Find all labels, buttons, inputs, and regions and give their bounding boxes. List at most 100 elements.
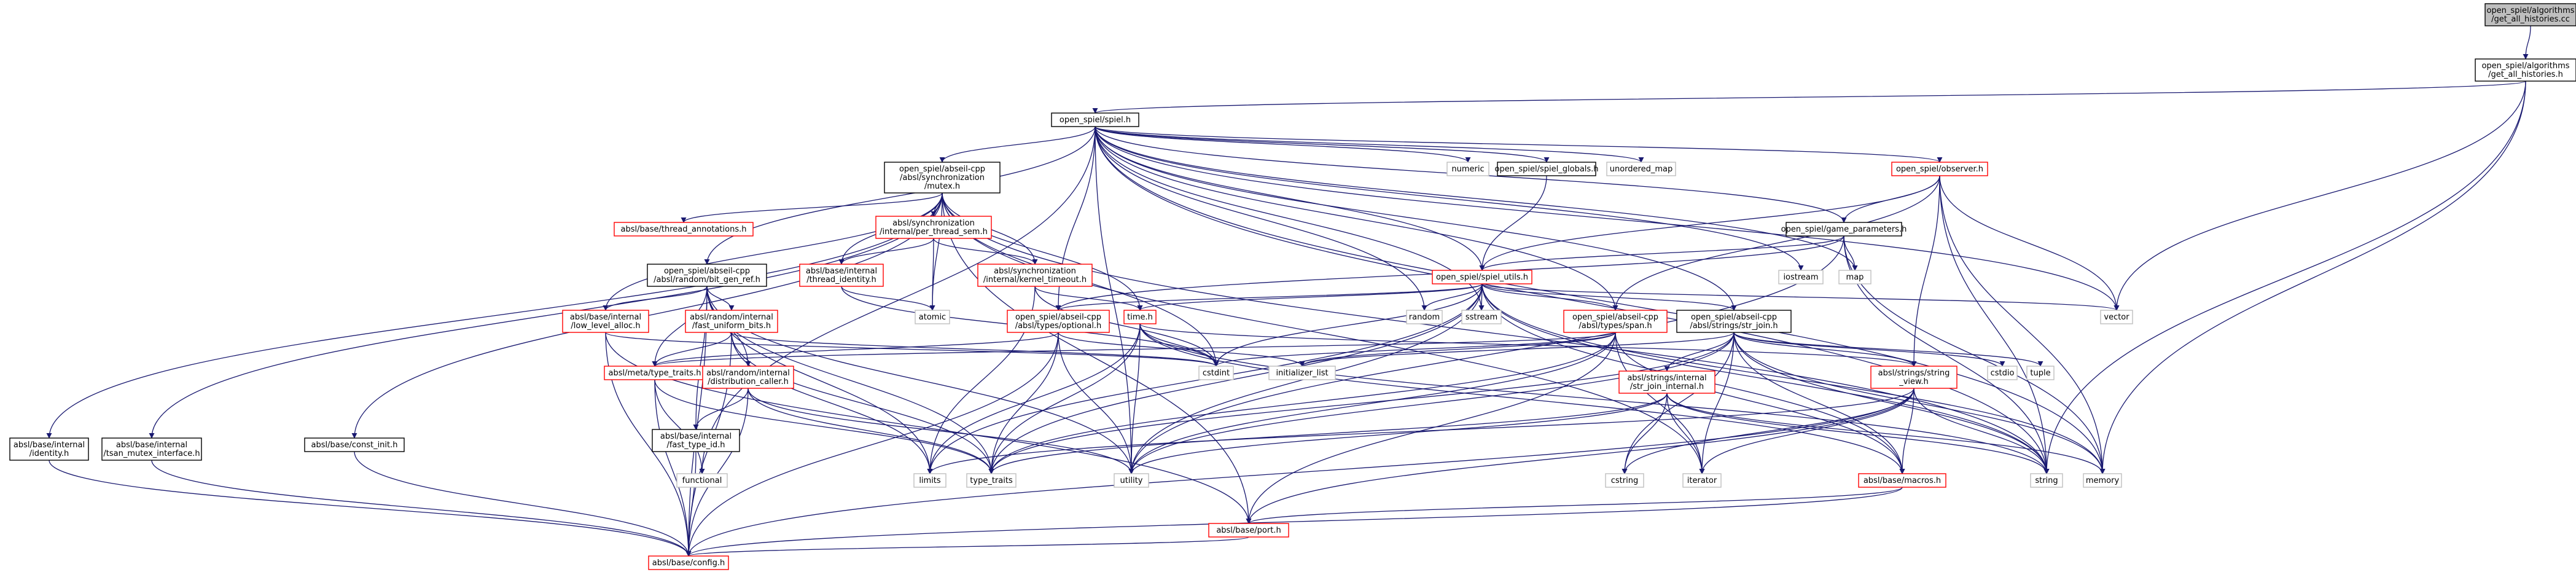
node-label: _view.h [1899,377,1929,386]
node-string-view[interactable]: absl/strings/string_view.h [1870,366,1957,389]
edge-lowlevel-to-port [605,332,1252,524]
node-label: /fast_type_id.h [666,441,725,450]
edge-typetraits_meta-to-functional [654,379,705,474]
edge-distcaller-to-type_traits [747,388,994,474]
node-label: open_spiel/abseil-cpp [1572,313,1658,322]
node-const-init[interactable]: absl/base/const_init.h [304,437,405,452]
node-utility: utility [1114,473,1149,488]
edge-strjoin_int-to-memory [1666,393,2106,474]
node-span[interactable]: open_spiel/abseil-cpp/absl/types/span.h [1563,310,1668,333]
node-box [647,264,767,287]
edge-typetraits_meta-to-type_traits [654,379,994,474]
node-config[interactable]: absl/base/config.h [648,555,729,570]
node-label: /identity.h [29,449,69,458]
edge-fasttypeid-to-config [685,451,697,557]
node-optional[interactable]: open_spiel/abseil-cpp/absl/types/optiona… [1007,310,1110,333]
node-box [1858,473,1946,488]
node-strjoin[interactable]: open_spiel/abseil-cpp/absl/strings/str_j… [1676,310,1792,333]
edge-spiel-to-map [1095,126,1858,271]
node-box [1123,310,1157,324]
edge-per_thread-to-thread_id [838,238,934,265]
edge-port-to-config [685,536,1249,557]
node-port[interactable]: absl/base/port.h [1208,523,1289,538]
edge-observer-to-vector [1939,175,2120,311]
node-fasttypeid[interactable]: absl/base/internal/fast_type_id.h [652,429,740,452]
edge-strjoin-to-utility [1128,332,1735,474]
node-label: cstring [1611,476,1638,485]
node-box [1605,473,1644,488]
node-label: absl/base/internal [14,441,85,450]
node-label: absl/base/config.h [652,558,725,568]
edge-gah-to-spiel [1093,80,2526,114]
node-box [1676,310,1792,333]
node-fastunif[interactable]: absl/random/internal/fast_uniform_bits.h [685,310,778,333]
node-per-thread[interactable]: absl/synchronization/internal/per_thread… [875,216,992,239]
node-thread-id[interactable]: absl/base/internal/thread_identity.h [799,264,884,287]
node-label: absl/random/internal [706,369,790,378]
edge-gah-to-memory [2099,80,2526,474]
node-macros[interactable]: absl/base/macros.h [1858,473,1946,488]
node-box [2484,3,2576,26]
node-box [884,162,1001,194]
edge-bitgen-to-lowlevel [603,286,708,311]
edge-distcaller-to-utility [747,388,1134,474]
edge-strjoin_int-to-utility [1128,393,1668,474]
node-thread-ann[interactable]: absl/base/thread_annotations.h [614,222,754,237]
node-mutex[interactable]: open_spiel/abseil-cpp/absl/synchronizati… [884,162,1001,194]
node-tsan[interactable]: absl/base/internal/tsan_mutex_interface.… [101,437,202,461]
node-kernel-to[interactable]: absl/synchronization/internal/kernel_tim… [977,264,1093,287]
node-gparams[interactable]: open_spiel/game_parameters.h [1781,222,1907,237]
node-label: absl/synchronization [892,219,975,228]
node-box [1563,310,1668,333]
edge-bitgen-to-typetraits_meta [652,286,708,367]
node-distcaller[interactable]: absl/random/internal/distribution_caller… [702,366,794,389]
node-typetraits-meta[interactable]: absl/meta/type_traits.h [604,366,706,380]
node-identity[interactable]: absl/base/internal/identity.h [9,437,89,461]
node-box [1891,162,1988,176]
node-label: open_spiel/abseil-cpp [899,165,985,174]
node-label: /mutex.h [924,182,960,191]
edge-strjoin-to-string [1733,332,2050,474]
edge-kernel_to-to-time [1034,286,1143,311]
node-box [875,216,992,239]
node-globals[interactable]: open_spiel/spiel_globals.h [1494,162,1599,176]
edge-mutex-to-string [942,192,2050,474]
node-box [304,437,405,452]
node-label: absl/base/const_init.h [311,441,398,450]
node-time[interactable]: time.h [1123,310,1157,324]
node-label: open_spiel/spiel_globals.h [1494,165,1598,174]
node-label: absl/meta/type_traits.h [609,369,701,378]
edge-string_view-to-cstring [1622,388,1914,474]
edge-spiel_utils-to-cstdint [1213,283,1483,367]
node-box [2026,366,2055,380]
node-observer[interactable]: open_spiel/observer.h [1891,162,1988,176]
edge-macros-to-port [1246,487,1903,524]
node-box [685,310,778,333]
edge-gah-to-vector [2113,80,2526,311]
node-label: open_spiel/algorithms [2481,61,2569,71]
node-root[interactable]: open_spiel/algorithms/get_all_histories.… [2484,3,2576,26]
node-label: absl/base/thread_annotations.h [621,225,747,234]
edge-spiel-to-spiel_utils [1095,126,1485,271]
node-label: initializer_list [1276,369,1328,378]
node-numeric: numeric [1446,162,1489,176]
node-atomic: atomic [915,310,950,324]
node-box [101,437,202,461]
edge-per_thread-to-kernel_to [933,238,1038,265]
node-bitgen[interactable]: open_spiel/abseil-cpp/absl/random/bit_ge… [647,264,767,287]
node-box [1606,162,1676,176]
edge-macros-to-config [685,487,1903,557]
edge-strjoin_int-to-iterator [1666,393,1705,474]
node-gah[interactable]: open_spiel/algorithms/get_all_histories.… [2475,58,2576,82]
edge-strjoin-to-macros [1733,332,1905,474]
node-box [1432,270,1532,284]
edge-strjoin_int-to-cstring [1622,393,1668,474]
node-strjoin-int[interactable]: absl/strings/internal/str_join_internal.… [1618,370,1715,394]
edge-strjoin_int-to-string [1666,393,2050,474]
edge-tsan-to-config [151,460,692,557]
node-lowlevel[interactable]: absl/base/internal/low_level_alloc.h [562,310,649,333]
node-label: open_spiel/observer.h [1896,165,1983,174]
node-spiel-utils[interactable]: open_spiel/spiel_utils.h [1432,270,1532,284]
node-label: absl/random/internal [690,313,773,322]
node-spiel[interactable]: open_spiel/spiel.h [1051,112,1139,127]
